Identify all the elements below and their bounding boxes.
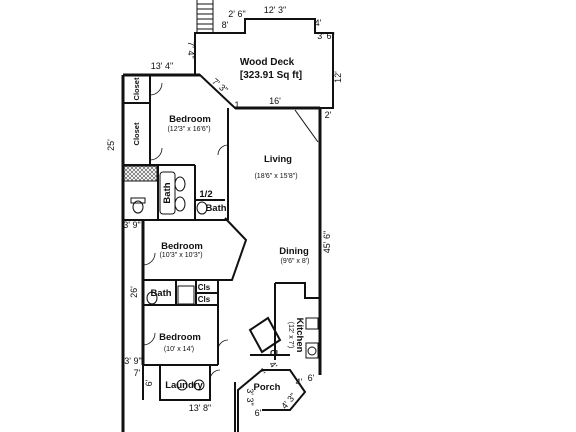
dim-porch-4: 4' (267, 359, 279, 371)
closet-2-title: Closet (132, 122, 141, 145)
cl-title: Cl (270, 349, 278, 358)
stairs-icon (196, 0, 214, 33)
dim-deck-7-4: 7' 4" (186, 41, 196, 58)
cls-2-title: Cls (198, 295, 211, 304)
dim-7-3: 7' 3" (210, 76, 230, 95)
bedroom-3-title: Bedroom (159, 332, 201, 343)
living-title: Living (264, 154, 292, 165)
dim-25: 25' (106, 139, 116, 151)
half-bath-top: 1/2 (199, 189, 212, 200)
bedroom-2-size: (10'3" x 10'3") (159, 252, 202, 259)
dim-2: 2' (325, 110, 332, 120)
dim-13-8: 13' 8" (189, 403, 211, 413)
exterior-walls (121, 73, 322, 432)
bath-fixtures (130, 109, 319, 391)
dim-deck-16: 16' (269, 96, 281, 106)
dim-deck-3-6: 3' 6" (317, 31, 334, 41)
vanity-counter (123, 165, 158, 182)
kitchen-title: Kitchen (294, 318, 305, 353)
dim-porch-6-right: 6' (308, 373, 315, 383)
dim-45-6: 45' 6" (322, 231, 332, 253)
dim-deck-2-6: 2' 6" (228, 9, 245, 19)
dim-1: 1 (234, 100, 239, 110)
cls-1-title: Cls (198, 283, 211, 292)
dim-deck-8: 8' (222, 20, 229, 30)
bedroom-2-title: Bedroom (161, 241, 203, 252)
laundry-title: Laundry (165, 380, 203, 391)
door-swings (142, 82, 229, 381)
half-bath-bottom: Bath (205, 203, 226, 214)
dim-deck-4: 4' (315, 18, 322, 28)
dim-3-9-bottom: 3' 9" (124, 356, 141, 366)
dim-porch-3-3-left: 3' 3" (245, 388, 255, 405)
bath-1-title: Bath (162, 182, 173, 203)
closet-1-title: Closet (132, 77, 141, 100)
bedroom-1-title: Bedroom (169, 114, 211, 125)
dim-porch-4-right: 4' (296, 377, 303, 387)
dim-26: 26' (129, 286, 139, 298)
dim-7: 7' (134, 368, 141, 378)
bath-2-title: Bath (150, 288, 171, 299)
dim-13-4: 13' 4" (151, 61, 173, 71)
porch-title: Porch (254, 382, 281, 393)
dim-deck-12: 12' (333, 71, 343, 83)
bedroom-3-size: (10' x 14') (164, 346, 194, 353)
bedroom-1-size: (12'3" x 16'6") (167, 126, 210, 133)
dining-title: Dining (279, 246, 309, 257)
wood-deck-area: [323.91 Sq ft] (240, 70, 302, 81)
kitchen-size: (12' x 7') (287, 322, 294, 348)
living-size: (18'6" x 15'8") (254, 173, 297, 180)
dim-6-left: 6' (144, 379, 154, 386)
dim-3-9-top: 3' 9" (123, 220, 140, 230)
dim-porch-6-bottom: 6' (255, 408, 262, 418)
dim-porch-4-3: 4' 3" (279, 391, 298, 411)
wood-deck-title: Wood Deck (240, 57, 295, 68)
dim-porch-7: 7' (255, 366, 267, 378)
dining-size: (9'6" x 8') (281, 258, 310, 265)
interior-walls (123, 75, 320, 432)
dim-deck-top: 12' 3" (264, 5, 286, 15)
